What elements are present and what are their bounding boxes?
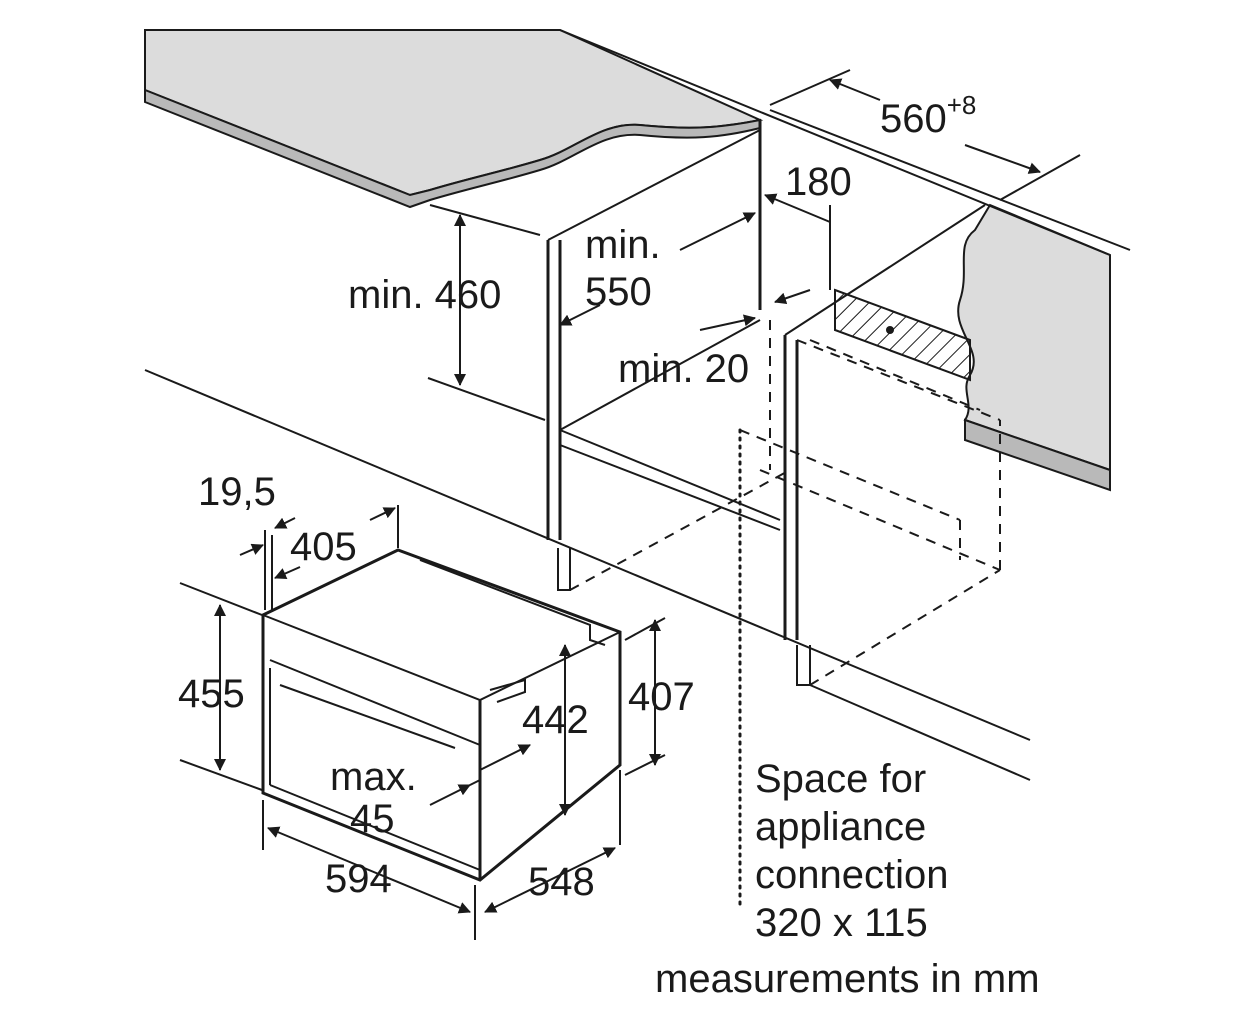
label-594: 594: [325, 857, 392, 901]
label-19-5: 19,5: [198, 470, 276, 514]
label-442: 442: [522, 698, 589, 742]
label-units: measurements in mm: [655, 957, 1040, 1001]
label-max-45-line2: 45: [350, 797, 395, 841]
worktop-right: [957, 203, 1111, 492]
label-min-20: min. 20: [618, 347, 749, 391]
label-560: 560+8: [880, 90, 976, 141]
label-space-line4: 320 x 115: [755, 901, 928, 945]
dimension-lines-oven: [179, 505, 666, 940]
label-min-460: min. 460: [348, 273, 501, 317]
worktop-left: [144, 29, 764, 209]
label-405: 405: [290, 525, 357, 569]
label-455: 455: [178, 672, 245, 716]
dimension-lines-top: [427, 69, 1081, 421]
label-180: 180: [785, 160, 852, 204]
label-space-line2: appliance: [755, 805, 926, 849]
label-407: 407: [628, 675, 695, 719]
label-space-line1: Space for: [755, 757, 926, 801]
label-min-550-line2: 550: [585, 270, 652, 314]
connection-hatch: [834, 288, 971, 382]
label-max-45-line1: max.: [330, 755, 417, 799]
label-548: 548: [528, 860, 595, 904]
label-space-line3: connection: [755, 853, 948, 897]
cabinet-niche: [144, 29, 1131, 781]
label-min-550-line1: min.: [585, 223, 661, 267]
